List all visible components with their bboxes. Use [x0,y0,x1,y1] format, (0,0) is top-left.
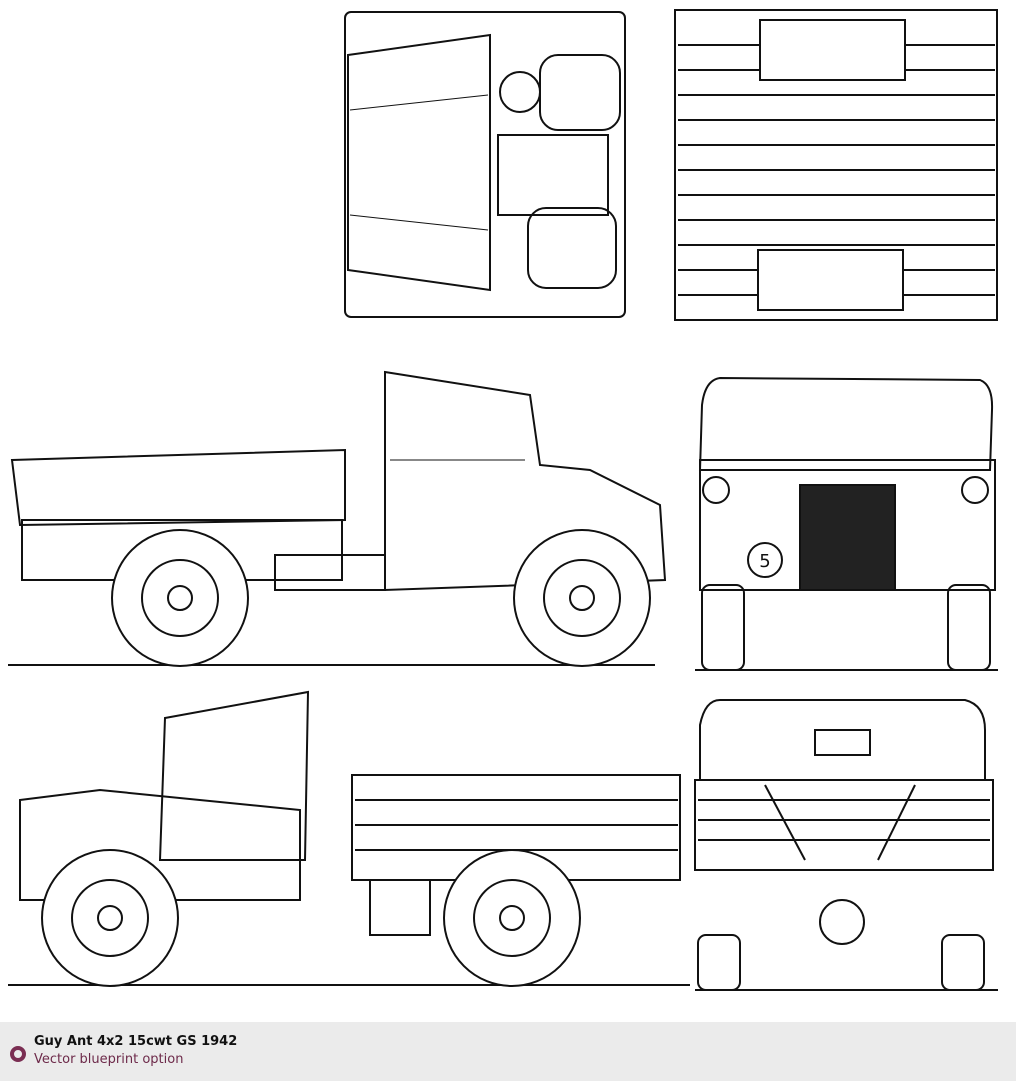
caption-bar: Guy Ant 4x2 15cwt GS 1942 Vector bluepri… [0,1022,1016,1081]
vehicle-blueprint: 5 [8,9,998,991]
top-view [344,9,998,321]
right-side-view [8,690,690,987]
left-side-view [8,370,667,667]
radio-ring-icon[interactable] [10,1046,26,1062]
blueprint-title[interactable]: Guy Ant 4x2 15cwt GS 1942 [34,1034,238,1049]
front-view: 5 [695,376,998,671]
plate-number: 5 [759,551,770,572]
rear-view [694,699,998,991]
blueprint-subtitle[interactable]: Vector blueprint option [34,1052,184,1067]
